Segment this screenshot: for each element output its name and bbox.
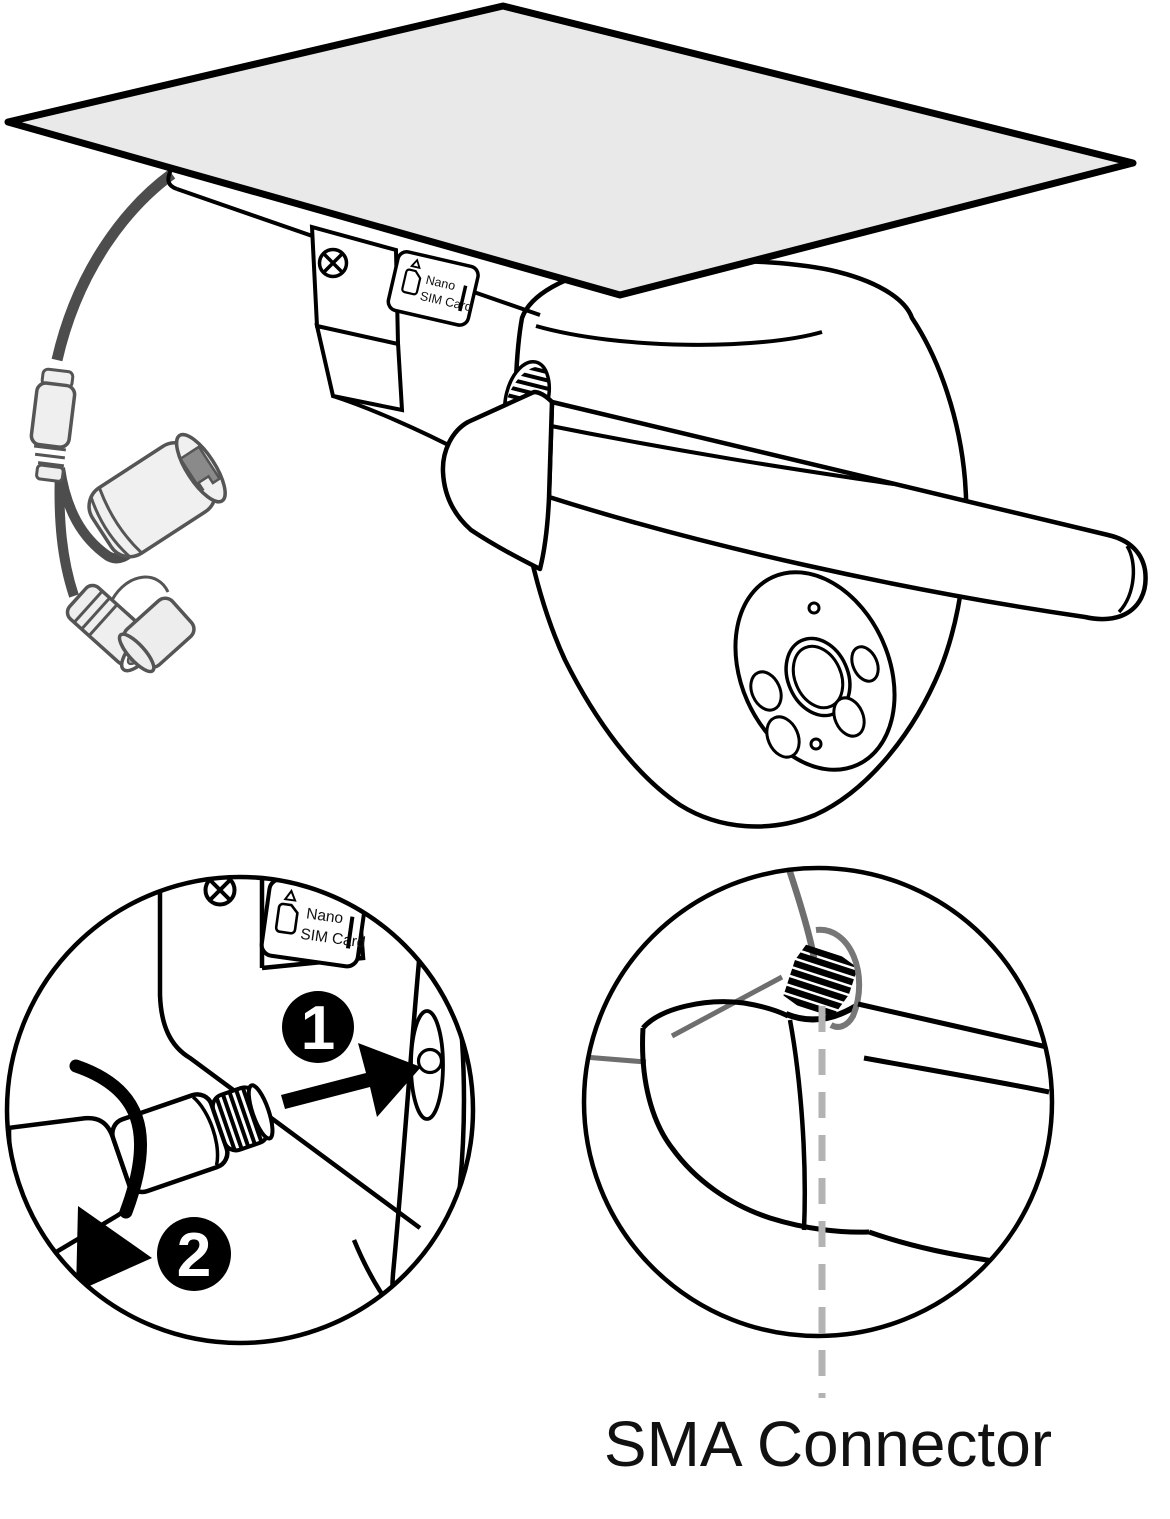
step-2-number: 2 — [177, 1221, 211, 1290]
rj45-jack-icon — [178, 445, 222, 493]
port-ring-edge — [815, 926, 863, 1030]
nano-sim-label: Nano SIM Card — [386, 250, 480, 327]
cable-inline-connector — [29, 367, 77, 483]
mic-hole-icon — [809, 737, 823, 751]
camera-edge-line — [584, 1054, 647, 1065]
ir-led-icon — [749, 670, 783, 712]
inset-antenna-install: Nano SIM Card — [4, 874, 476, 1346]
antenna — [440, 359, 1148, 622]
camera-edge-line — [670, 974, 784, 1039]
antenna-thread-tip — [210, 1083, 275, 1153]
sim-card-icon — [274, 902, 299, 935]
camera-lens — [733, 570, 897, 772]
sim-label-line1: Nano — [424, 273, 456, 293]
antenna-bar-crease — [540, 422, 894, 486]
cap-leash — [110, 575, 170, 601]
sma-threads — [781, 926, 863, 1030]
dc-connector-cap — [117, 596, 196, 674]
step-1-badge: 1 — [282, 991, 354, 1063]
antenna-end-edge — [1117, 545, 1136, 614]
ir-led-icon — [765, 715, 801, 759]
camera-cap-seam — [535, 324, 823, 347]
step-1-number: 1 — [301, 994, 335, 1063]
alignment-triangle-icon — [409, 258, 421, 270]
alignment-triangle-icon — [283, 888, 297, 902]
screw-icon — [317, 247, 349, 279]
antenna-bar — [546, 399, 1148, 622]
inset-sim-label-line1: Nano — [305, 905, 344, 927]
mounting-bracket: Nano SIM Card — [166, 169, 541, 454]
sim-slot-mark — [345, 916, 355, 949]
inset-sma-closeup — [581, 865, 1055, 1398]
rotate-arrow-icon — [69, 1059, 152, 1292]
sim-card-icon — [401, 268, 422, 296]
sim-slot-mark — [458, 285, 468, 312]
step-2-badge: 2 — [157, 1217, 231, 1291]
inset-screw-icon — [203, 877, 237, 907]
ir-led-icon — [850, 645, 880, 683]
sma-connector-label: SMA Connector — [604, 1408, 1052, 1480]
sim-cover — [309, 224, 401, 347]
solar-panel — [4, 2, 1137, 299]
insert-arrow-icon — [281, 1043, 421, 1117]
antenna-base — [440, 389, 555, 572]
mic-hole-icon — [807, 601, 821, 615]
antenna-port — [409, 1009, 445, 1121]
ethernet-connector — [87, 432, 227, 559]
ir-led-icon — [832, 696, 866, 738]
power-cable — [29, 169, 227, 674]
